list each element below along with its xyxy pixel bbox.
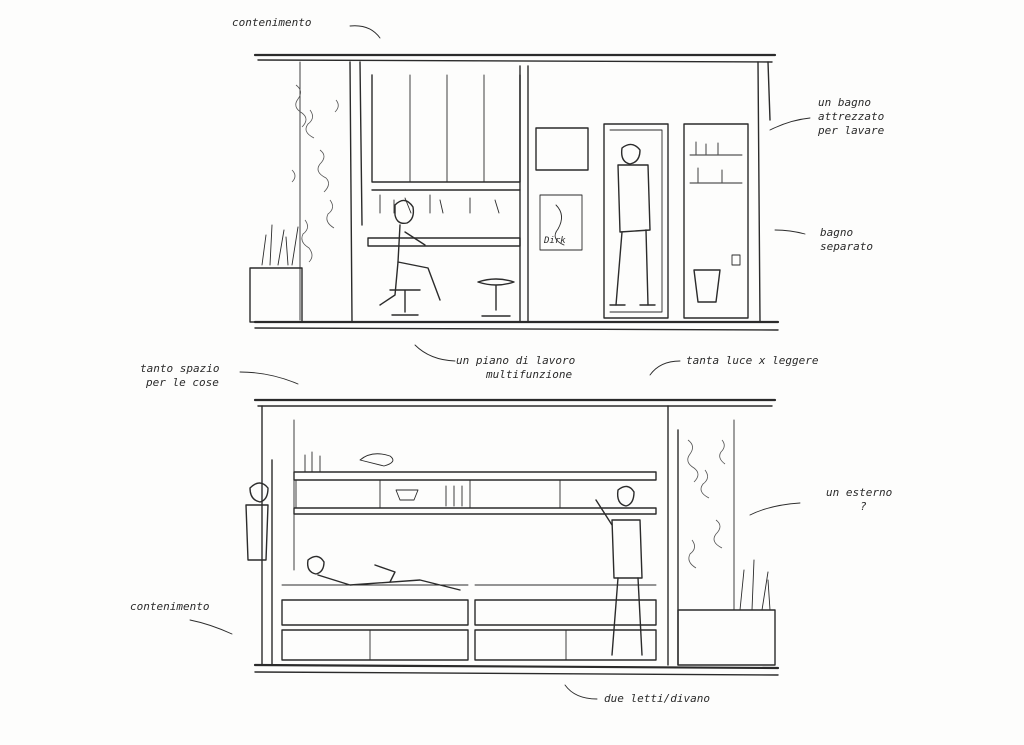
bottom-drawers: [281, 629, 657, 661]
note-outside-line2: ?: [860, 500, 867, 513]
bottom-planter: [677, 609, 776, 666]
top-left-wall: [349, 61, 353, 323]
note-worktop-line1: un piano di lavoro: [456, 354, 576, 367]
note-light: tanta luce x leggere: [686, 354, 819, 367]
top-floor-under-line: [254, 327, 779, 331]
bottom-drawer-dividers: [369, 629, 567, 661]
bottom-reclining-person: [306, 555, 461, 591]
note-bathroom-line1: un bagno: [818, 96, 871, 109]
top-vegetation-hatch: [291, 84, 339, 263]
top-left-wall-inner: [359, 61, 363, 226]
top-bathroom-two: [683, 123, 749, 319]
bottom-shelf-objects: [304, 451, 394, 473]
bottom-vegetation-hatch: [687, 439, 726, 569]
bottom-floor-line: [253, 663, 780, 670]
bottom-grass: [739, 559, 771, 611]
top-shelf-items: [379, 194, 500, 214]
top-bathroom-one-inner: [609, 129, 663, 313]
leader-light: [649, 360, 681, 376]
top-bathroom-bottles: [695, 141, 723, 183]
note-bathroom-line3: per lavare: [818, 124, 885, 137]
bottom-lower-shelf: [293, 507, 657, 515]
top-planter: [249, 267, 303, 323]
top-upper-cabinet: [371, 74, 521, 183]
leader-bathroom: [769, 117, 811, 131]
note-containment-bottom: contenimento: [130, 600, 210, 613]
note-space-line2: per le cose: [146, 376, 219, 389]
note-worktop-line2: multifunzione: [486, 368, 573, 381]
top-poster: [539, 194, 583, 251]
note-beds: due letti/divano: [604, 692, 710, 705]
top-partition: [519, 65, 529, 323]
leader-separate: [774, 229, 806, 235]
poster-text: Dirk: [544, 236, 566, 246]
bottom-left-wall: [261, 405, 273, 666]
top-right-wall: [757, 61, 771, 323]
top-bathroom-shelves: [689, 154, 743, 184]
bottom-section-drawing: [189, 371, 801, 700]
bottom-shelf-boat: [395, 485, 463, 507]
top-frame: [535, 127, 589, 171]
bottom-floor-under-line: [254, 671, 779, 676]
bottom-bed-right: [474, 599, 657, 626]
leader-containment-top: [349, 25, 381, 39]
top-poster-figure: [554, 204, 565, 246]
note-containment-top: contenimento: [232, 16, 312, 29]
bottom-standing-person: [595, 485, 643, 656]
top-seated-person: [379, 199, 441, 316]
bottom-shelf-dividers: [295, 479, 561, 509]
note-outside-line1: un esterno: [826, 486, 893, 499]
note-separate-line1: bagno: [820, 226, 854, 239]
top-cabinet-doors: [409, 74, 485, 183]
leader-outside: [749, 502, 801, 516]
top-grass: [261, 224, 299, 266]
leader-beds: [564, 684, 598, 700]
bottom-bed-left: [281, 599, 469, 626]
top-bathroom-one: [603, 123, 669, 319]
leader-space: [239, 371, 299, 385]
bottom-right-wall: [667, 405, 679, 666]
top-paper-holder: [731, 254, 741, 266]
bottom-peeking-person: [245, 482, 269, 561]
top-desk: [367, 237, 521, 247]
leader-worktop: [414, 344, 456, 362]
bottom-upper-shelf: [293, 471, 657, 481]
top-stool: [477, 278, 515, 317]
note-space-line1: tanto spazio: [140, 362, 220, 375]
top-toilet: [693, 269, 721, 303]
note-separate-line2: separato: [820, 240, 873, 253]
top-standing-person: [609, 143, 656, 306]
leader-containment-bottom: [189, 619, 233, 635]
note-bathroom-line2: attrezzato: [818, 110, 885, 123]
top-section-drawing: [249, 25, 811, 376]
top-roof-inner-line: [257, 59, 773, 63]
